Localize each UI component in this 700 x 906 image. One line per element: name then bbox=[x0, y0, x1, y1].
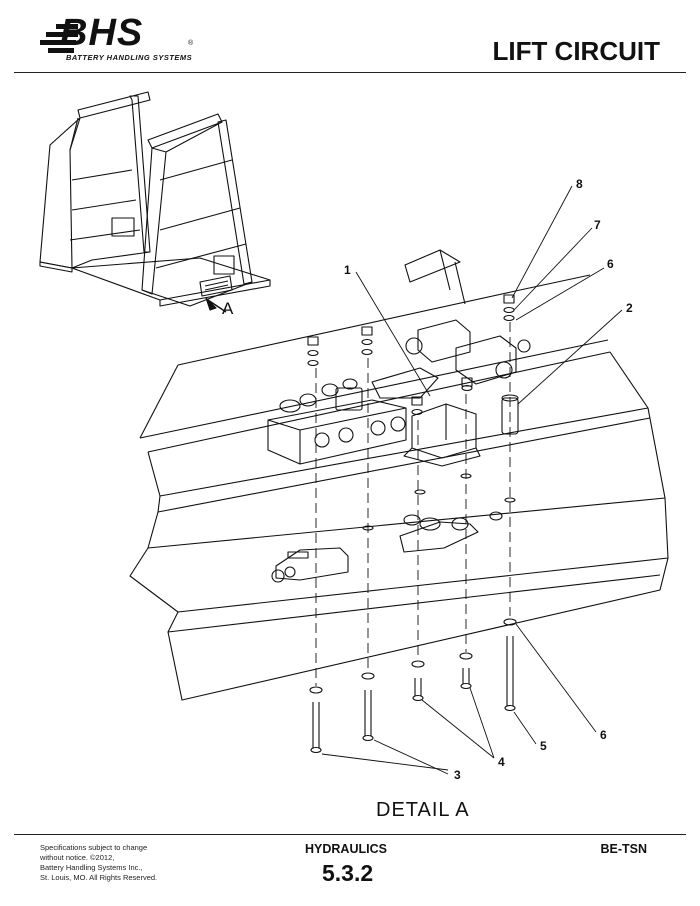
lift-circuit-drawing: A bbox=[39, 91, 669, 775]
footer-divider bbox=[14, 834, 686, 835]
fasteners bbox=[309, 618, 517, 754]
valve-block-assembly bbox=[267, 294, 531, 531]
bhs-logo bbox=[38, 14, 208, 66]
detail-label: DETAIL A bbox=[376, 799, 470, 821]
header-divider bbox=[14, 72, 686, 73]
registered-mark: ® bbox=[188, 40, 194, 47]
inset-label-a: A bbox=[222, 299, 234, 318]
logo-subtitle: BATTERY HANDLING SYSTEMS bbox=[66, 53, 193, 62]
assembly-center-lines bbox=[315, 322, 511, 686]
section-name: HYDRAULICS bbox=[305, 842, 387, 856]
callout-leader-lines bbox=[321, 185, 623, 775]
lower-channel-components bbox=[271, 511, 503, 583]
model-code: BE-TSN bbox=[600, 842, 647, 856]
speed-lines-icon bbox=[40, 24, 78, 53]
page-title: LIFT CIRCUIT bbox=[492, 36, 660, 66]
specifications-note: Specifications subject to change without… bbox=[40, 843, 158, 882]
battery-stand-frame-illustration bbox=[39, 91, 271, 313]
logo-wordmark: BHS bbox=[60, 12, 144, 54]
page-number: 5.3.2 bbox=[322, 860, 374, 886]
channel-beam-assembly bbox=[129, 249, 669, 701]
